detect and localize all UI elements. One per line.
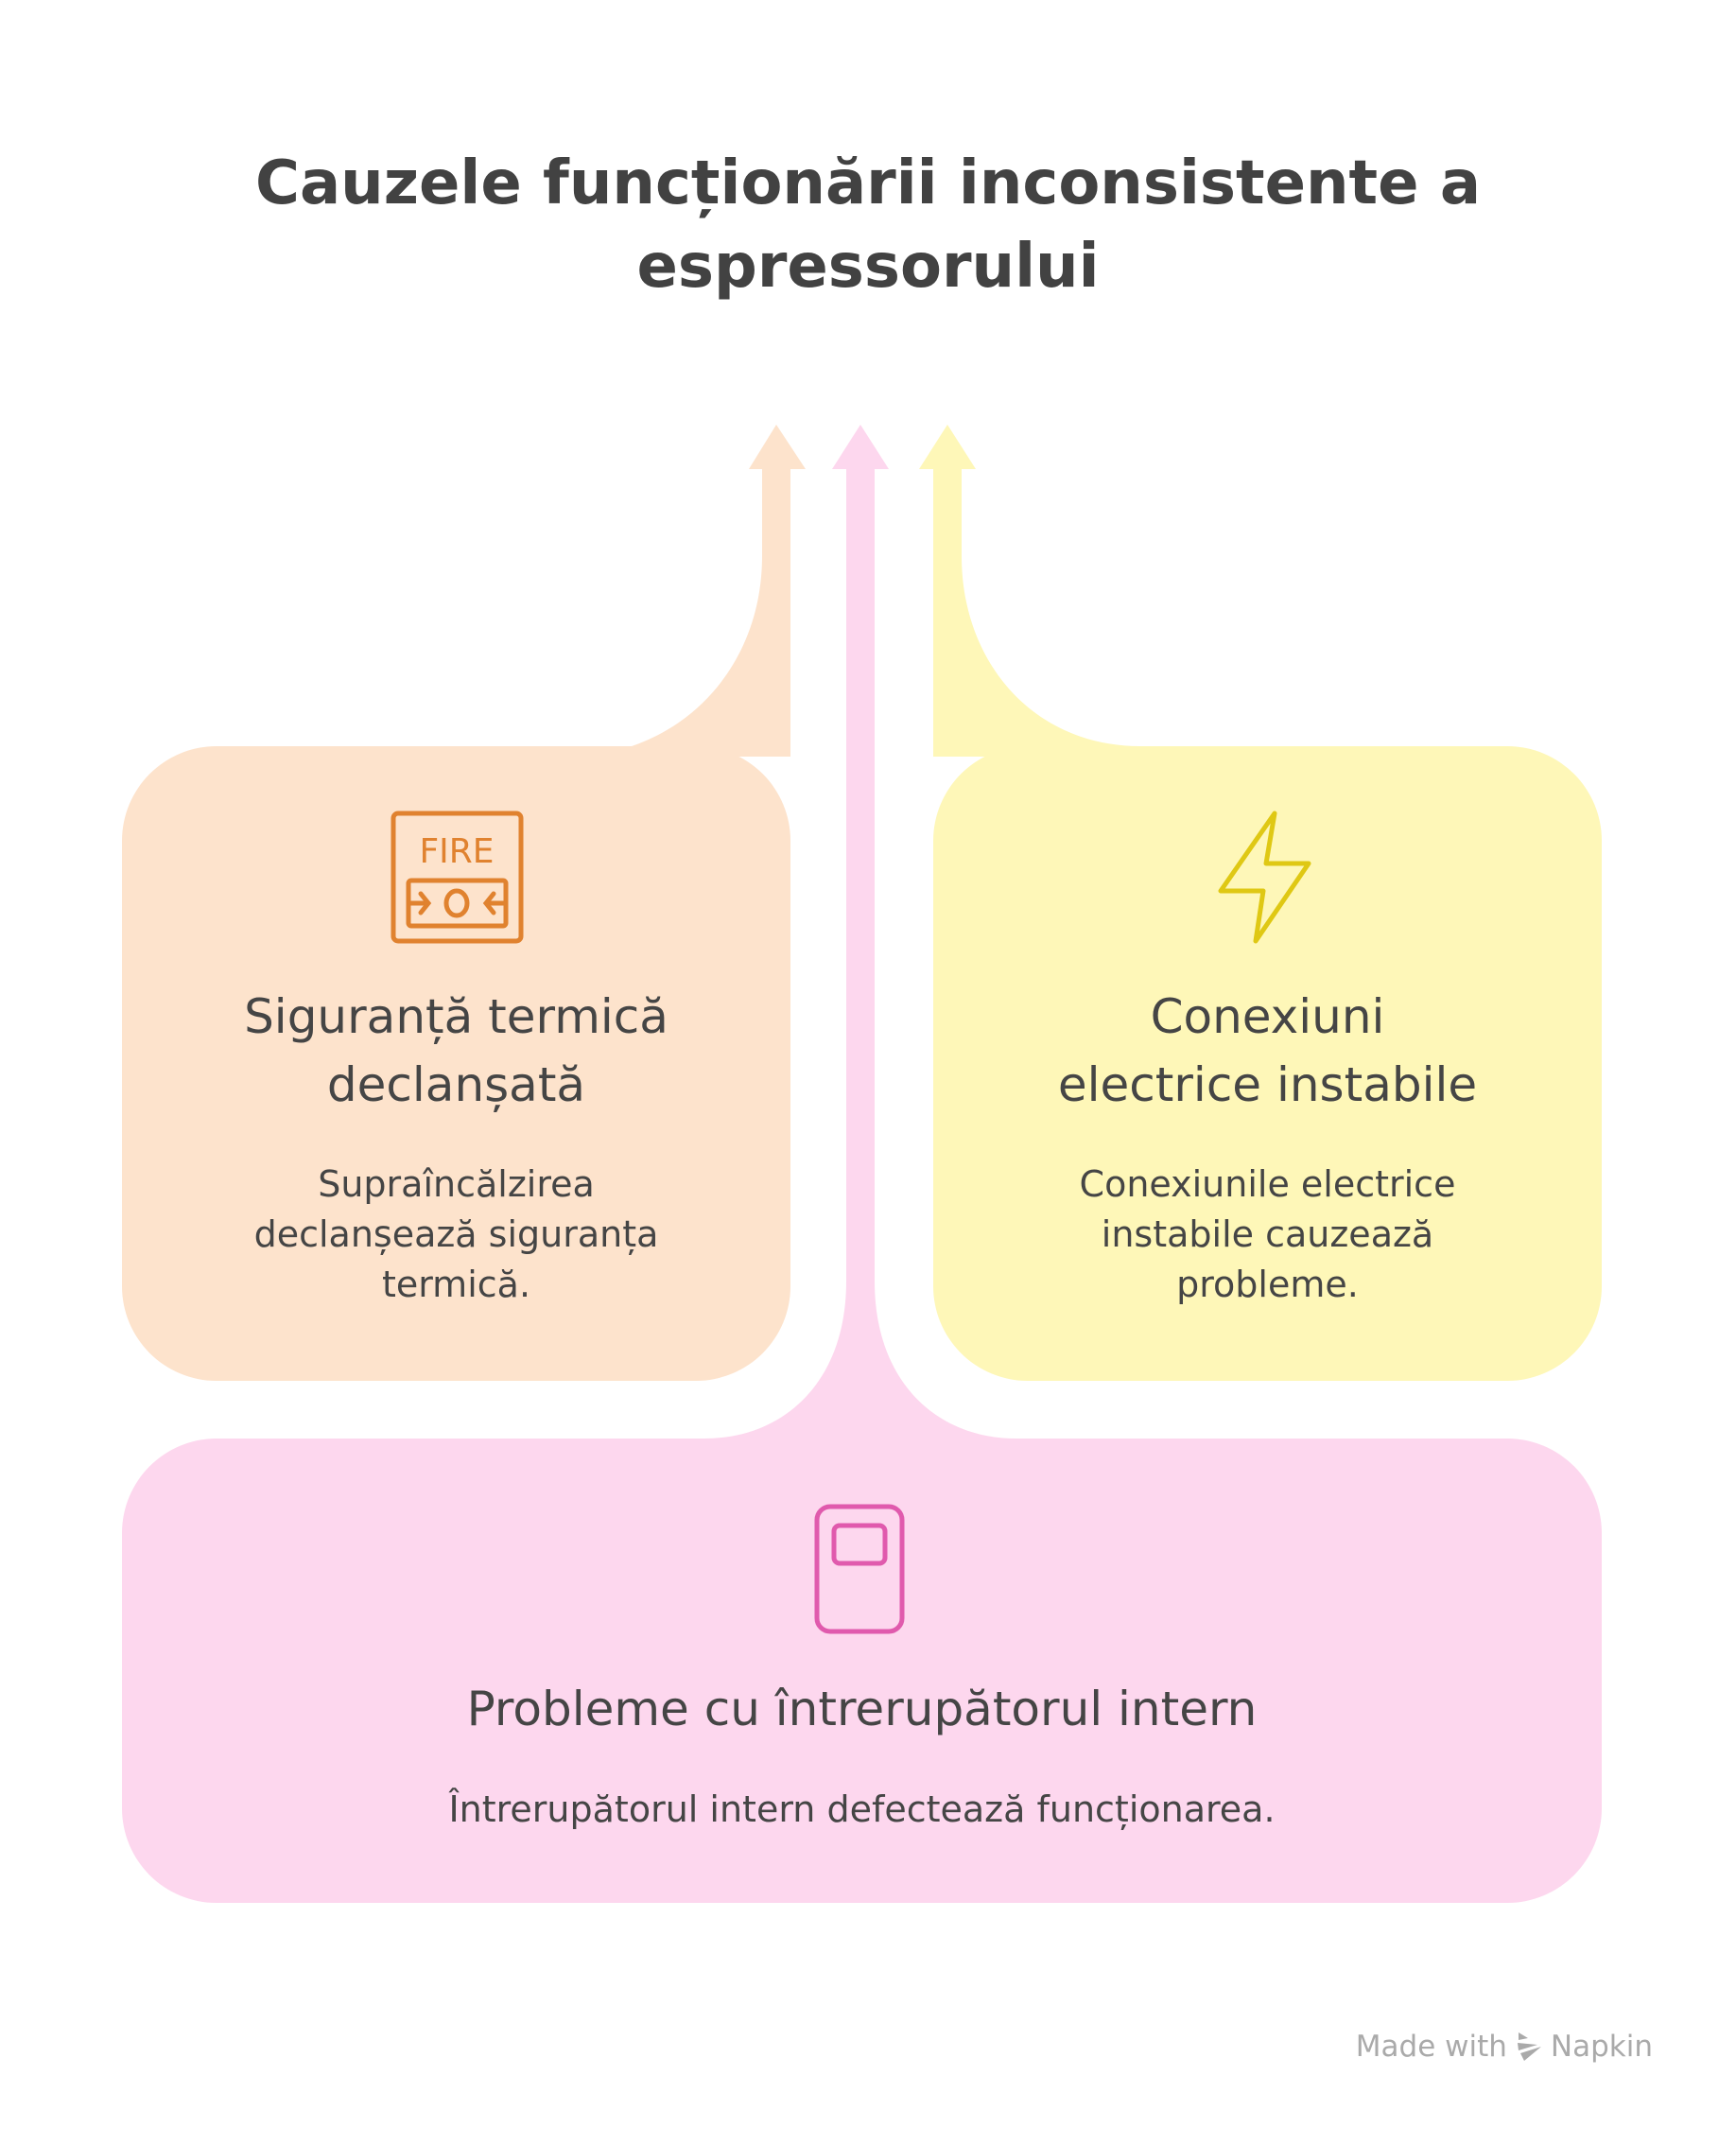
page-title: Cauzele funcționării inconsistente a esp… bbox=[255, 148, 1481, 302]
arrow-peach bbox=[583, 468, 790, 757]
card-yellow bbox=[933, 746, 1602, 1381]
lightning-bolt-icon bbox=[1218, 811, 1311, 944]
arrow-yellow bbox=[933, 468, 1140, 757]
napkin-logo-icon bbox=[1517, 2032, 1541, 2061]
card-pink bbox=[122, 1439, 1602, 1903]
arrowhead-pink bbox=[832, 425, 889, 469]
card-heading: Probleme cu întrerupătorul intern bbox=[466, 1682, 1258, 1736]
card-body: Întrerupătorul intern defectează funcțio… bbox=[448, 1788, 1276, 1830]
card-peach bbox=[122, 746, 790, 1381]
switch-icon bbox=[814, 1504, 905, 1634]
arrowhead-peach bbox=[749, 425, 806, 469]
arrowhead-yellow bbox=[919, 425, 976, 469]
card-body: Supraîncălzirea declanșează siguranța te… bbox=[253, 1163, 659, 1305]
fire-alarm-icon: FIRE bbox=[391, 811, 524, 944]
card-body: Conexiunile electrice instabile cauzează… bbox=[1079, 1163, 1456, 1305]
watermark: Made with Napkin bbox=[1355, 2030, 1653, 2064]
card-heading: Siguranță termică declanșată bbox=[244, 989, 668, 1112]
arrow-pink bbox=[704, 468, 1016, 1447]
card-heading: Conexiuni electrice instabile bbox=[1057, 989, 1478, 1112]
svg-text:FIRE: FIRE bbox=[419, 832, 494, 871]
